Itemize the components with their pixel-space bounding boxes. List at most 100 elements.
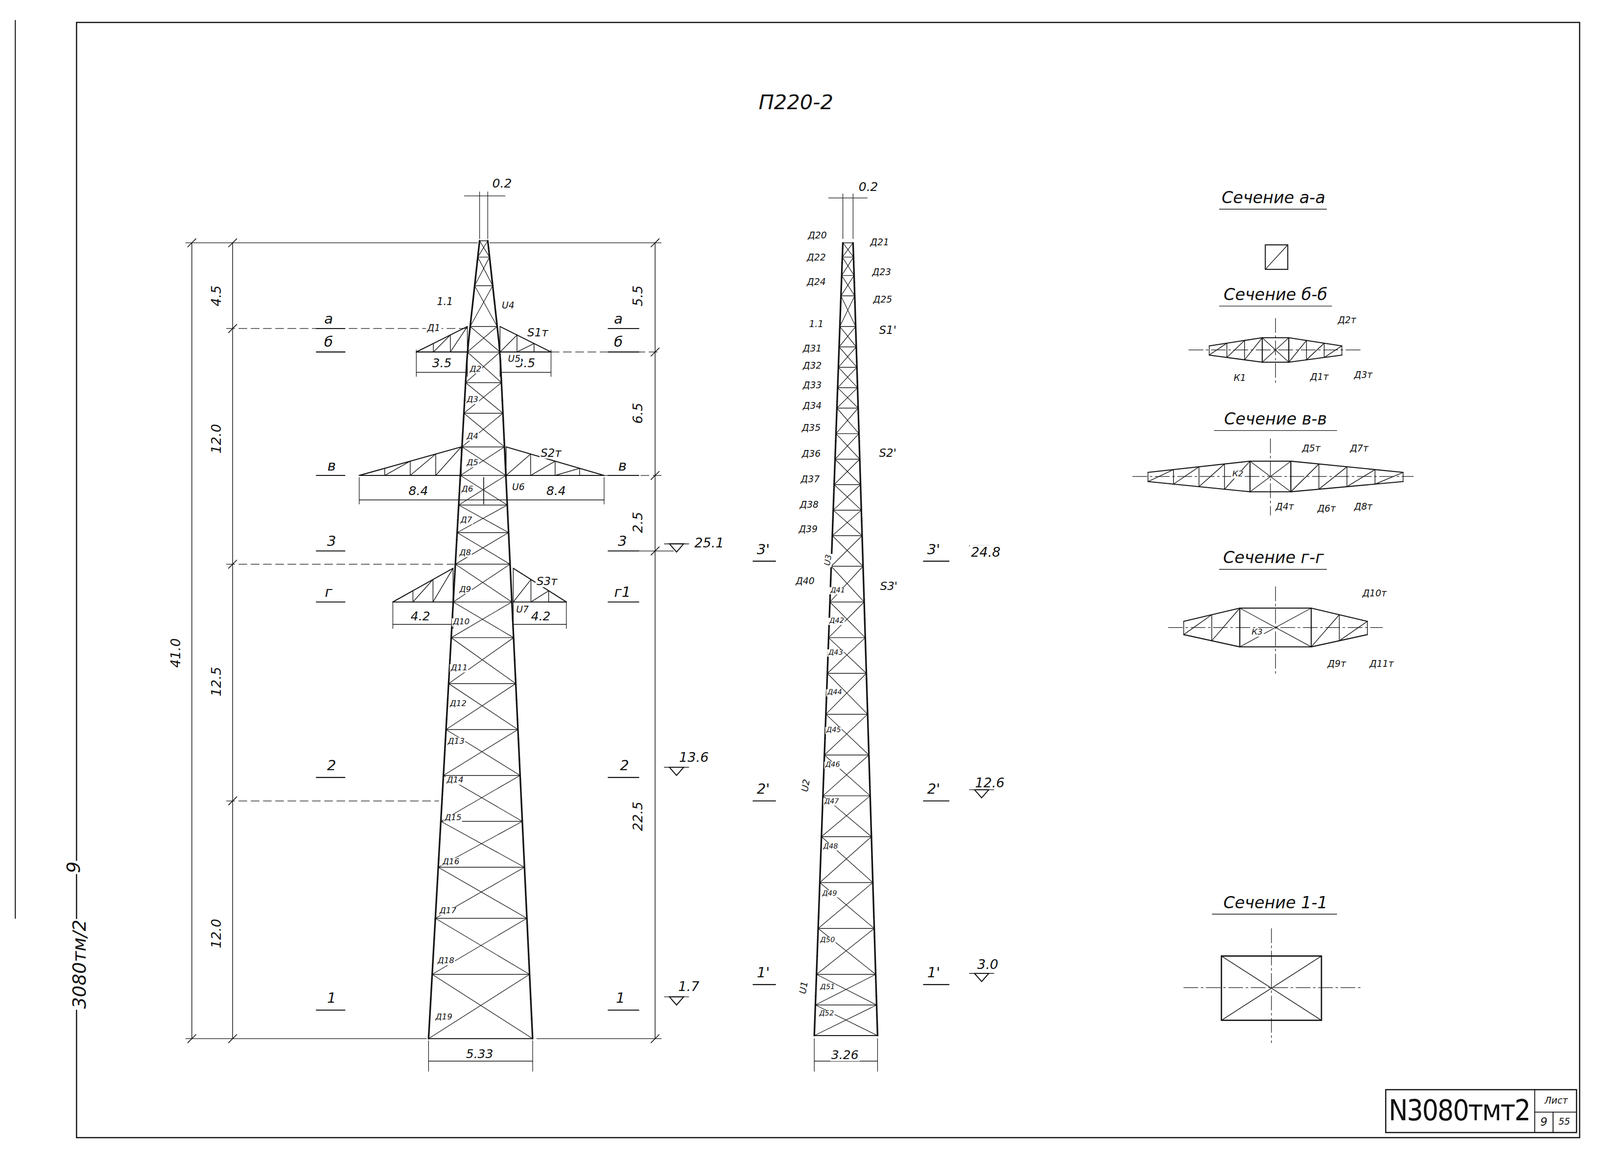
member-mark: S2т [539, 447, 563, 459]
front-tower-leg [529, 978, 531, 999]
dimension: 12.0 [209, 423, 223, 455]
front-tower-leg [517, 719, 519, 740]
member-mark: Д31 [801, 344, 824, 354]
front-tower-leg [437, 859, 439, 880]
extension-line [565, 601, 567, 629]
crossarm-chord [416, 351, 468, 353]
front-tower-leg [439, 819, 441, 840]
dimension: 6.5 [631, 401, 645, 425]
crossarm-brace [1224, 461, 1250, 490]
drawing-title: П220-2 [757, 92, 835, 113]
member-mark: Д33 [801, 380, 824, 391]
title-underline [1219, 568, 1327, 570]
crossarm-brace [555, 468, 580, 476]
side-tower-leg [840, 282, 842, 303]
side-tower-brace [839, 326, 856, 348]
front-tower-leg [521, 799, 523, 820]
front-tower-leg [453, 579, 455, 600]
dimension-tick [651, 348, 660, 357]
crossarm-strut [1211, 614, 1212, 641]
elevation: 24.8 [969, 545, 1002, 559]
member-mark: Д10 [451, 618, 471, 627]
crossarm-chord [1209, 337, 1263, 347]
member-mark: Д1т [1309, 373, 1330, 383]
elevation-mark [664, 996, 689, 997]
front-tower-brace [446, 683, 516, 730]
section-mark [316, 328, 345, 330]
extension-line [487, 191, 489, 239]
side-tower-strut [825, 713, 868, 715]
dimension-tick [651, 471, 660, 480]
crossarm-strut [1249, 461, 1250, 493]
crossarm-strut [1208, 345, 1210, 355]
front-tower-leg [524, 878, 526, 899]
extension-line [185, 1038, 427, 1039]
dimension: 12.5 [209, 665, 223, 698]
section-mark [608, 328, 639, 330]
side-tower-leg [864, 619, 866, 639]
front-tower-leg [516, 699, 518, 720]
crossarm-brace [1244, 337, 1263, 360]
crossarm-brace [1173, 466, 1200, 484]
front-tower-strut [477, 256, 490, 258]
side-tower-brace [829, 566, 864, 603]
dimension: 4.2 [409, 610, 432, 623]
side-tower-leg [869, 777, 871, 798]
side-tower-leg [859, 441, 860, 461]
front-tower-strut [463, 412, 503, 414]
dimension-tick [651, 238, 660, 248]
side-tower-strut [831, 565, 864, 567]
dimension-line [499, 372, 551, 373]
front-tower-strut [451, 637, 514, 638]
front-tower-leg [436, 878, 438, 899]
section-mark [316, 550, 345, 552]
front-tower-leg [456, 519, 458, 541]
section-mark [752, 984, 776, 986]
member-mark: Д37 [800, 474, 822, 485]
side-tower-strut [836, 433, 860, 434]
front-tower-strut [455, 564, 511, 565]
crossarm-strut [1341, 345, 1342, 355]
side-tower-leg [870, 817, 872, 838]
side-tower-brace [818, 928, 876, 975]
binding-margin [14, 20, 16, 919]
crossarm-strut [1239, 608, 1241, 647]
member-mark: U2 [800, 777, 813, 794]
member-mark: Д50 [819, 937, 836, 945]
member-mark: К1 [1232, 374, 1248, 384]
front-tower-leg [515, 679, 517, 700]
crossarm-strut [1290, 461, 1292, 493]
side-tower-leg [839, 322, 840, 342]
front-tower-leg [438, 839, 440, 860]
front-tower-leg [472, 280, 475, 301]
crossarm-chord [513, 568, 566, 603]
member-mark: U6 [511, 483, 526, 493]
side-tower-leg [858, 421, 860, 441]
section-letter: а [612, 311, 624, 326]
section-brace [1221, 956, 1322, 1021]
section-title: Сечение б-б [1222, 286, 1329, 304]
member-mark: Д6т [1316, 504, 1338, 514]
side-tower-strut [835, 458, 860, 460]
section-mark [608, 601, 639, 603]
side-tower-leg [835, 421, 837, 441]
member-mark: Д23 [870, 267, 893, 278]
side-tower-strut [842, 256, 854, 258]
section-mark [608, 474, 639, 476]
front-tower-leg [494, 300, 497, 321]
front-tower-leg [455, 540, 457, 561]
front-tower-leg [502, 400, 504, 421]
extension-line [532, 1040, 533, 1072]
member-mark: U1 [798, 979, 811, 996]
side-tower-strut [833, 509, 862, 511]
extension-line [513, 601, 514, 629]
side-tower-brace [833, 510, 863, 536]
front-tower-leg [433, 939, 435, 960]
side-tower-leg [832, 500, 834, 520]
crossarm-brace [579, 474, 605, 476]
crossarm-brace [1346, 469, 1375, 487]
title-block-line [1552, 1111, 1554, 1133]
front-tower-leg [514, 659, 516, 680]
title-block-line [1534, 1089, 1536, 1133]
extension-line [603, 477, 605, 504]
